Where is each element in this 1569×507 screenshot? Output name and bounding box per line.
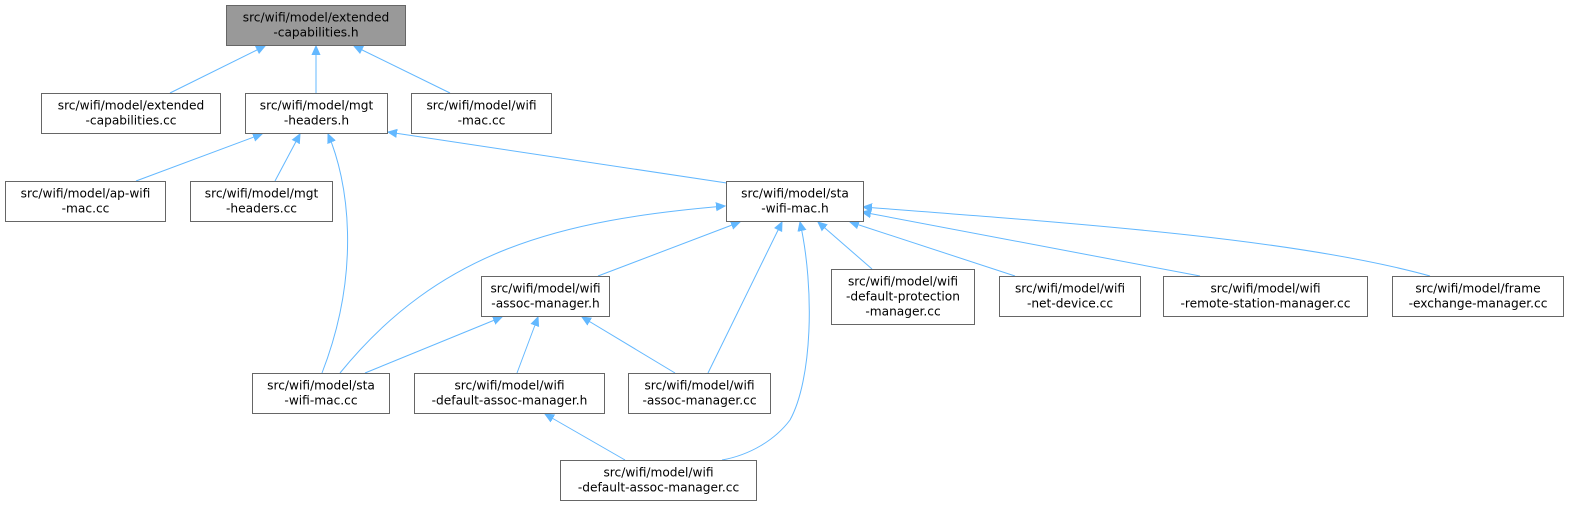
node-label-line: src/wifi/model/mgt [205, 187, 319, 201]
node-label-line: -capabilities.h [273, 26, 358, 40]
node-label-line: -headers.h [284, 114, 349, 128]
node-box [41, 93, 221, 134]
edge-n0-n3 [354, 46, 451, 94]
node-label-line: -assoc-manager.h [491, 297, 599, 311]
node-label-line: src/wifi/model/wifi [490, 282, 600, 296]
node-box [481, 276, 610, 317]
node-box [999, 276, 1141, 317]
edge-n6-n14 [707, 222, 782, 374]
graph-node[interactable]: src/wifi/model/ap-wifi-mac.cc [5, 181, 166, 222]
graph-node[interactable]: src/wifi/model/wifi-net-device.cc [999, 276, 1141, 317]
node-label-line: src/wifi/model/wifi [1015, 282, 1125, 296]
node-label-line: src/wifi/model/frame [1415, 282, 1540, 296]
edge-n6-n11 [863, 207, 1431, 277]
edge-n2-n4 [135, 134, 262, 182]
node-box [411, 93, 552, 134]
node-box [190, 181, 333, 222]
node-box [245, 93, 388, 134]
node-box [560, 460, 757, 501]
edge-n7-n12 [364, 317, 502, 374]
node-label-line: src/wifi/model/wifi [454, 379, 564, 393]
node-label-line: src/wifi/model/extended [58, 99, 205, 113]
edge-n7-n13 [516, 317, 538, 374]
node-label-line: -assoc-manager.cc [642, 394, 756, 408]
node-box [726, 181, 864, 222]
node-label-line: src/wifi/model/sta [741, 187, 849, 201]
node-box [1163, 276, 1368, 317]
node-box [1392, 276, 1564, 317]
edge-n0-n1 [169, 46, 265, 94]
node-label-line: src/wifi/model/wifi [644, 379, 754, 393]
root-node-box [226, 5, 406, 46]
node-box [252, 373, 390, 414]
node-box [414, 373, 605, 414]
node-label-line: -default-protection [846, 290, 960, 304]
node-label-line: -exchange-manager.cc [1409, 297, 1548, 311]
node-label-line: -mac.cc [458, 114, 506, 128]
node-label-line: src/wifi/model/extended [243, 11, 390, 25]
graph-node[interactable]: src/wifi/model/frame-exchange-manager.cc [1392, 276, 1564, 317]
graph-node[interactable]: src/wifi/model/wifi-default-assoc-manage… [414, 373, 605, 414]
graph-node[interactable]: src/wifi/model/mgt-headers.h [245, 93, 388, 134]
edge-n6-n9 [850, 222, 1016, 277]
node-label-line: src/wifi/model/wifi [603, 466, 713, 480]
graph-node[interactable]: src/wifi/model/sta-wifi-mac.cc [252, 373, 390, 414]
edge-n6-n15 [721, 222, 810, 461]
node-label-line: -net-device.cc [1027, 297, 1113, 311]
node-label-line: -default-assoc-manager.h [432, 394, 588, 408]
edge-n7-n14 [582, 317, 676, 374]
node-label-line: -remote-station-manager.cc [1181, 297, 1351, 311]
graph-node[interactable]: src/wifi/model/mgt-headers.cc [190, 181, 333, 222]
edge-n2-n6 [388, 132, 741, 186]
node-label-line: -wifi-mac.cc [284, 394, 357, 408]
graph-node: src/wifi/model/extended-capabilities.h [226, 5, 406, 46]
graph-node[interactable]: src/wifi/model/extended-capabilities.cc [41, 93, 221, 134]
edge-n2-n12 [321, 134, 349, 374]
node-label-line: -headers.cc [226, 202, 297, 216]
graph-node[interactable]: src/wifi/model/sta-wifi-mac.h [726, 181, 864, 222]
node-box [5, 181, 166, 222]
node-label-line: src/wifi/model/sta [267, 379, 375, 393]
node-label-line: src/wifi/model/ap-wifi [21, 187, 151, 201]
edge-n2-n5 [274, 134, 300, 182]
graph-node[interactable]: src/wifi/model/wifi-mac.cc [411, 93, 552, 134]
graph-node[interactable]: src/wifi/model/wifi-remote-station-manag… [1163, 276, 1368, 317]
nodes-layer: src/wifi/model/extended-capabilities.hsr… [5, 5, 1564, 501]
edge-n6-n8 [818, 222, 873, 270]
node-label-line: -capabilities.cc [86, 114, 177, 128]
graph-node[interactable]: src/wifi/model/wifi-assoc-manager.cc [628, 373, 771, 414]
node-label-line: -default-assoc-manager.cc [578, 481, 739, 495]
edge-n13-n15 [545, 414, 626, 461]
node-label-line: -mac.cc [62, 202, 110, 216]
graph-node[interactable]: src/wifi/model/wifi-default-protection-m… [831, 269, 975, 325]
node-box [831, 269, 975, 325]
node-label-line: src/wifi/model/wifi [848, 275, 958, 289]
edge-n6-n12 [339, 206, 725, 374]
node-label-line: src/wifi/model/mgt [260, 99, 374, 113]
edge-n6-n7 [597, 222, 740, 277]
edge-n6-n10 [862, 212, 1201, 277]
node-box [628, 373, 771, 414]
node-label-line: -manager.cc [865, 305, 940, 319]
node-label-line: -wifi-mac.h [761, 202, 828, 216]
edges-layer [135, 46, 1431, 461]
graph-node[interactable]: src/wifi/model/wifi-default-assoc-manage… [560, 460, 757, 501]
node-label-line: src/wifi/model/wifi [1210, 282, 1320, 296]
graph-node[interactable]: src/wifi/model/wifi-assoc-manager.h [481, 276, 610, 317]
node-label-line: src/wifi/model/wifi [426, 99, 536, 113]
